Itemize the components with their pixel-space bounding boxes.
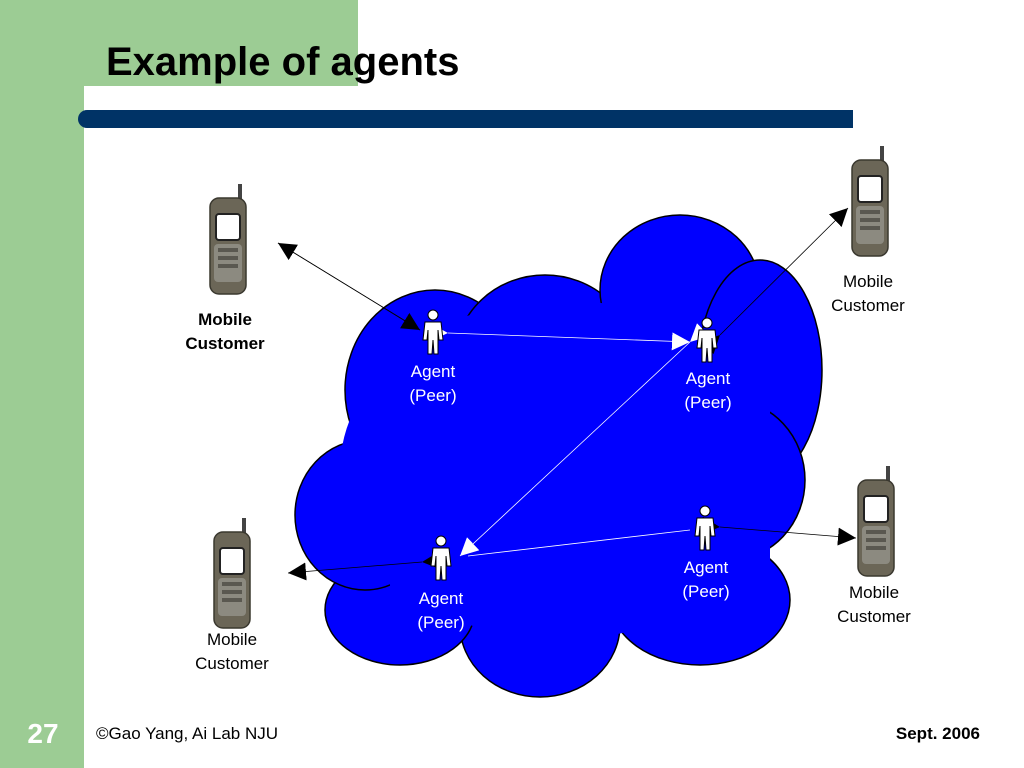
agent-label-3: Agent (Peer) (396, 587, 486, 635)
agent-label-line2: (Peer) (409, 386, 457, 405)
agent-label-4: Agent (Peer) (661, 556, 751, 604)
agent-label-line1: Agent (410, 362, 456, 381)
slide-number: 27 (27, 718, 59, 749)
agent-label-2: Agent (Peer) (663, 367, 753, 415)
agent-label-line1: Agent (683, 558, 729, 577)
footer-copyright: ©Gao Yang, Ai Lab NJU (96, 724, 279, 743)
customer-label-2: Mobile Customer (813, 270, 923, 318)
agent-label-line2: (Peer) (417, 613, 465, 632)
agent-label-line2: (Peer) (684, 393, 732, 412)
mobile-phone-icon (209, 183, 247, 295)
connector-agent2-agent3 (459, 323, 710, 557)
agent-label-line2: (Peer) (682, 582, 730, 601)
customer-label-line2: Customer (837, 607, 911, 626)
connector-agent2-customer2 (700, 207, 849, 355)
customer-label-1: Mobile Customer (170, 308, 280, 356)
connector-agent4-customer4 (701, 516, 857, 546)
agent-label-line1: Agent (418, 589, 464, 608)
slide-title: Example of agents (106, 40, 460, 84)
customer-label-line1: Mobile (198, 310, 252, 329)
mobile-phone-icon (857, 465, 895, 577)
customer-label-line2: Customer (185, 334, 265, 353)
customer-label-line1: Mobile (206, 630, 258, 649)
connector-customer1-agent1 (277, 242, 421, 331)
connector-lines (277, 207, 857, 581)
customer-label-4: Mobile Customer (819, 581, 929, 629)
mobile-phone-icon (213, 517, 251, 629)
connector-agent3-customer3 (287, 551, 441, 581)
connector-agent3-agent4 (467, 529, 691, 557)
customer-label-line1: Mobile (842, 272, 894, 291)
customer-label-line2: Customer (831, 296, 905, 315)
customer-label-3: Mobile Customer (177, 628, 287, 676)
customer-label-line2: Customer (195, 654, 269, 673)
left-sidebar (0, 0, 358, 768)
agent-label-1: Agent (Peer) (388, 360, 478, 408)
customer-label-line1: Mobile (848, 583, 900, 602)
agent-label-line1: Agent (685, 369, 731, 388)
footer-date: Sept. 2006 (895, 724, 980, 743)
mobile-phone-icon (851, 145, 889, 257)
title-bar (78, 110, 853, 128)
